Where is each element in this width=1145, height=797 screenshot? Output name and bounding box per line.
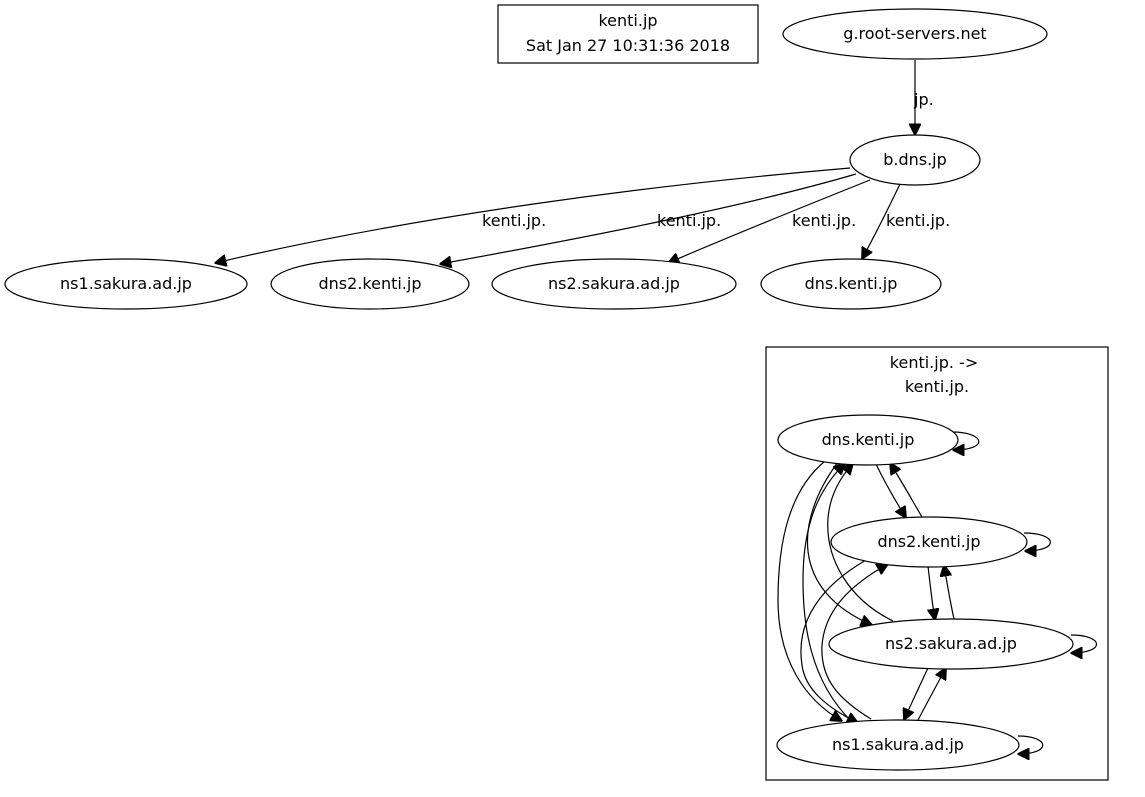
tld-server-node: b.dns.jp <box>849 134 981 186</box>
title-box-frame <box>497 4 759 64</box>
edge-dns2-to-ns1 <box>800 559 867 723</box>
self-loop-dns2-kenti <box>1023 532 1051 551</box>
edge-dns-to-dns2 <box>875 463 906 518</box>
edge-ns1-to-dns2 <box>821 564 888 720</box>
cluster-node-label: ns1.sakura.ad.jp <box>832 735 964 754</box>
edge-ns2-to-dns <box>827 463 894 622</box>
edge-tld-to-ns1-sakura <box>215 167 851 263</box>
tld-server-label: b.dns.jp <box>883 150 947 169</box>
nameserver-node-ns2-sakura: ns2.sakura.ad.jp <box>491 258 737 310</box>
nameserver-ellipse <box>270 258 470 310</box>
root-server-label: g.root-servers.net <box>843 24 986 43</box>
cluster-node-ellipse <box>828 618 1074 670</box>
edge-ns2-to-ns1 <box>904 667 929 720</box>
cluster-node-label: ns2.sakura.ad.jp <box>885 634 1017 653</box>
cluster-node-ellipse <box>777 414 959 466</box>
title-domain: kenti.jp <box>598 11 657 30</box>
self-loop-ns1-sakura <box>1018 735 1044 754</box>
cluster-node-ellipse <box>776 719 1020 771</box>
root-server-node: g.root-servers.net <box>782 8 1048 60</box>
edge-label-root-to-tld: jp. <box>913 90 934 109</box>
cluster-frame <box>765 346 1109 781</box>
self-loop-ns2-sakura <box>1071 634 1098 653</box>
tld-server-ellipse <box>849 134 981 186</box>
edge-dns2-to-dns <box>890 463 923 518</box>
cluster-node-dns-kenti: dns.kenti.jp <box>777 414 959 466</box>
nameserver-label: ns1.sakura.ad.jp <box>60 274 192 293</box>
edge-dns-to-ns1 <box>777 460 842 721</box>
edge-label-ns2-sakura: kenti.jp. <box>792 211 856 230</box>
edge-dns-to-ns2 <box>806 461 872 625</box>
edge-label-ns1-sakura: kenti.jp. <box>482 211 546 230</box>
nameserver-ellipse <box>4 258 248 310</box>
edge-label-dns-kenti: kenti.jp. <box>886 211 950 230</box>
nameserver-node-dns-kenti: dns.kenti.jp <box>760 258 942 310</box>
nameserver-label: ns2.sakura.ad.jp <box>548 274 680 293</box>
nameserver-node-dns2-kenti: dns2.kenti.jp <box>270 258 470 310</box>
cluster-node-ns1-sakura: ns1.sakura.ad.jp <box>776 719 1020 771</box>
delegation-edge-labels: jp. kenti.jp. kenti.jp. kenti.jp. kenti.… <box>482 90 950 230</box>
nameserver-node-ns1-sakura: ns1.sakura.ad.jp <box>4 258 248 310</box>
cluster-label-line1: kenti.jp. -> <box>890 353 978 372</box>
self-loop-dns-kenti <box>951 431 980 450</box>
edge-ns1-to-dns <box>802 463 852 722</box>
root-server-ellipse <box>782 8 1048 60</box>
edge-dns2-to-ns2 <box>928 565 935 620</box>
cluster-node-dns2-kenti: dns2.kenti.jp <box>830 516 1028 568</box>
delegation-edges <box>215 60 915 264</box>
cluster-node-label: dns.kenti.jp <box>822 430 915 449</box>
edge-ns1-to-ns2 <box>917 668 946 721</box>
nameserver-label: dns2.kenti.jp <box>319 274 422 293</box>
cluster-node-label: dns2.kenti.jp <box>878 532 981 551</box>
cluster-label-line2: kenti.jp. <box>905 377 969 396</box>
edge-tld-to-dns2-kenti <box>440 173 857 264</box>
nameserver-label: dns.kenti.jp <box>805 274 898 293</box>
cluster-node-ns2-sakura: ns2.sakura.ad.jp <box>828 618 1074 670</box>
nameserver-ellipse <box>491 258 737 310</box>
edge-label-dns2-kenti: kenti.jp. <box>657 211 721 230</box>
title-box: kenti.jp Sat Jan 27 10:31:36 2018 <box>497 4 759 64</box>
nameserver-ellipse <box>760 258 942 310</box>
edge-ns2-to-dns2 <box>944 565 955 620</box>
cluster-node-ellipse <box>830 516 1028 568</box>
edge-tld-to-ns2-sakura <box>668 179 871 263</box>
title-timestamp: Sat Jan 27 10:31:36 2018 <box>526 36 730 55</box>
edge-tld-to-dns-kenti <box>862 183 901 259</box>
cluster: kenti.jp. -> kenti.jp. <box>765 346 1109 781</box>
cluster-edges <box>777 431 1098 754</box>
